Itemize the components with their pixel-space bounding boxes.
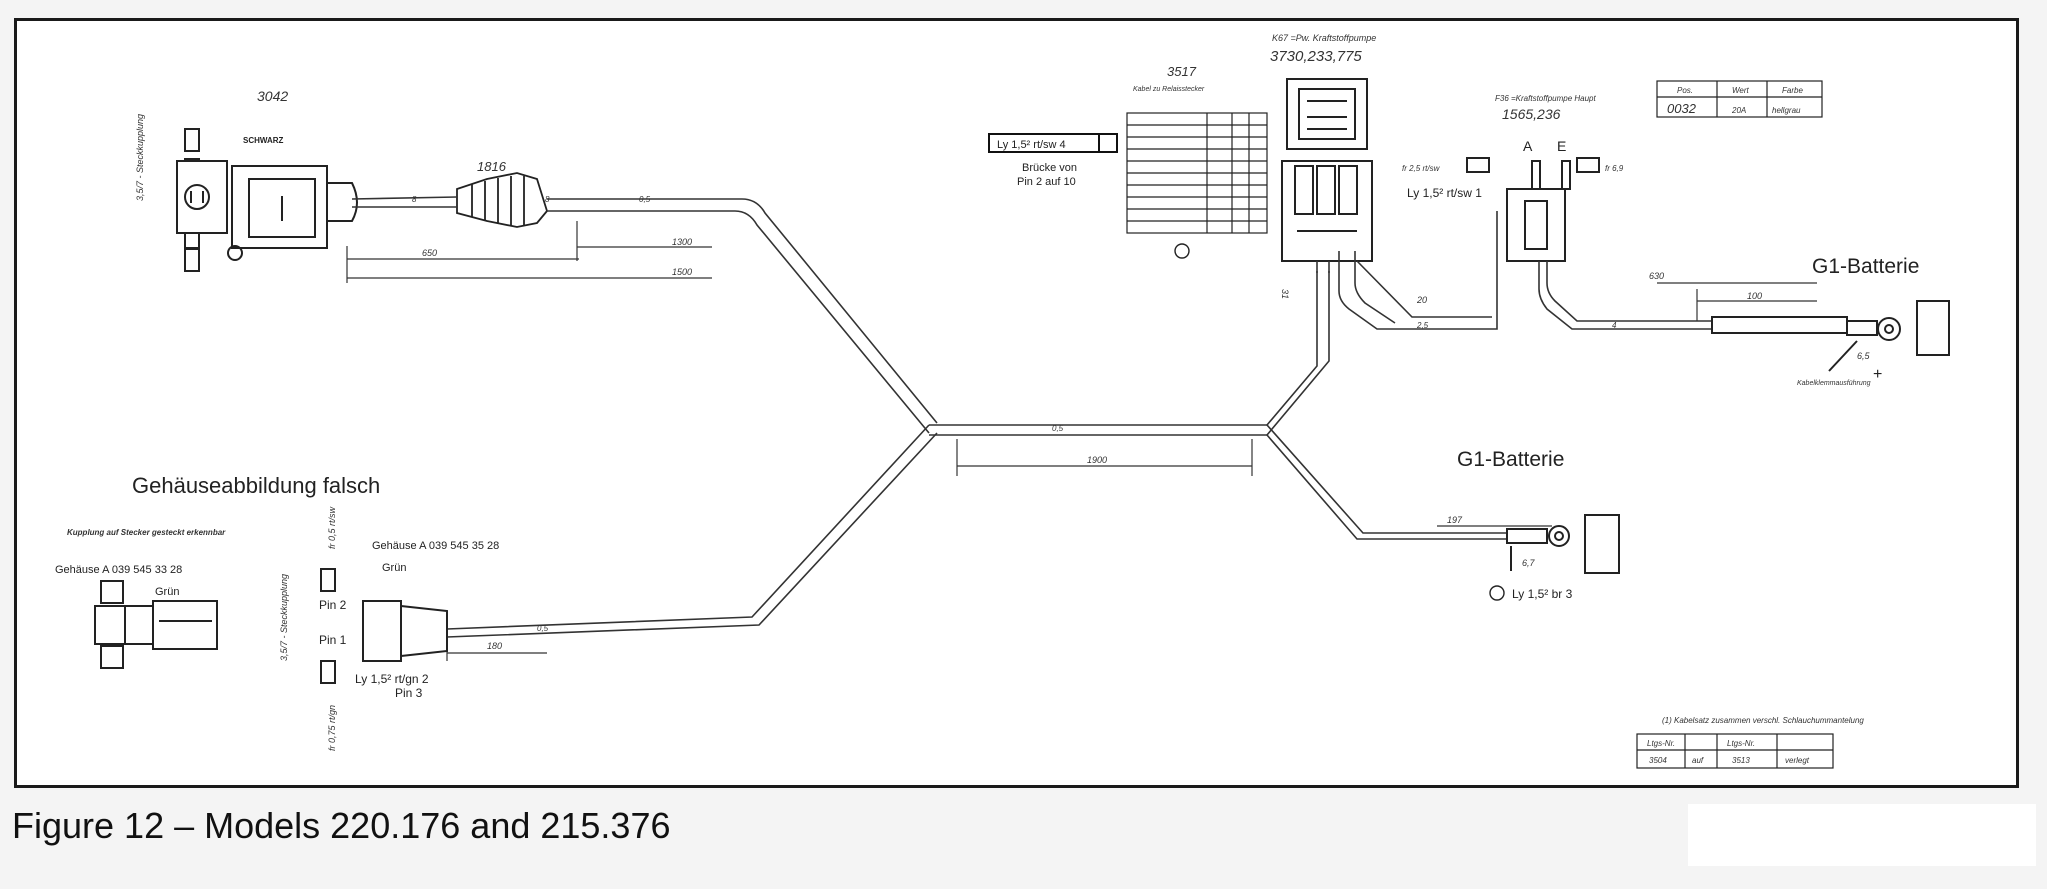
harness-upper-left: [351, 196, 938, 434]
gruen-left-label: Grün: [155, 586, 179, 598]
dim-1900-line: [956, 439, 1253, 476]
dim-180: 180: [487, 641, 502, 651]
wire-code-1: 8: [412, 195, 417, 204]
parts-header-0: Ltgs-Nr.: [1647, 739, 1675, 748]
wire-spec-box: [988, 133, 1118, 153]
wire-spec-rtsw4: Ly 1,5² rt/sw 4: [997, 139, 1066, 151]
legend-note: (1) Kabelsatz zusammen verschl. Schlauch…: [1662, 716, 1864, 725]
housing-left-drawing: [94, 580, 218, 669]
revision-cell-0: 0032: [1667, 101, 1697, 116]
fuse-number: 1565,236: [1502, 106, 1561, 122]
bottom-note-marker: [1489, 585, 1505, 601]
wire-code-lower: 0,5: [537, 624, 549, 633]
battery-top-label: G1-Batterie: [1812, 255, 1919, 278]
dim-100: 100: [1747, 291, 1762, 301]
connector-side-label: 3,5/7 - Steckkupplung: [135, 114, 145, 201]
battery-terminal-top: [1711, 300, 1950, 372]
dim-1900: 1900: [1087, 455, 1107, 465]
bridge-line-1: Brücke von: [1022, 162, 1077, 174]
parts-table: [1636, 733, 1834, 769]
schwarz-label: SCHWARZ: [243, 136, 284, 145]
dim-630: 630: [1649, 271, 1664, 281]
harness-lower-left: [446, 424, 938, 638]
fuse-wire-spec-right: fr 6,9: [1605, 164, 1624, 173]
dimension-lines-right-top: [1657, 282, 1817, 321]
relay-pin-31: 31: [1280, 289, 1290, 299]
revision-header-1: Wert: [1732, 86, 1750, 95]
revision-header-0: Pos.: [1677, 86, 1693, 95]
wire-code-r1: 2,5: [1416, 321, 1429, 330]
wrong-housing-label: Gehäuseabbildung falsch: [132, 473, 380, 498]
fuse-terminal-E: E: [1557, 138, 1566, 154]
revision-table: [1656, 80, 1823, 118]
connector-lower: [320, 568, 448, 684]
wire-code-2: 8: [545, 195, 550, 204]
diagram-frame: 3042 SCHWARZ 3,5/7 - Steckkupplung 1816 …: [14, 18, 2019, 788]
corrugated-boot-1816: [456, 172, 549, 228]
battery-bottom-label: G1-Batterie: [1457, 448, 1564, 471]
revision-cell-2: hellgrau: [1772, 106, 1801, 115]
wire-spec-rtgn2: Ly 1,5² rt/gn 2: [355, 672, 429, 686]
lower-connector-side: 3,5/7 - Steckkupplung: [279, 574, 289, 661]
pump-label: K67 =Pw. Kraftstoffpumpe: [1272, 33, 1376, 43]
clamp-type-label: Kabelklemmausführung: [1797, 380, 1871, 387]
parts-cell-0: 3504: [1649, 756, 1667, 765]
lower-wire-spec-top: fr 0,5 rt/sw: [327, 506, 337, 549]
relay-table-title: Kabel zu Relaisstecker: [1133, 86, 1205, 93]
pin-2-label: Pin 2: [319, 598, 347, 612]
dim-197: 197: [1447, 515, 1463, 525]
fuse-label: F36 =Kraftstoffpumpe Haupt: [1495, 94, 1597, 103]
blank-box: [1688, 804, 2036, 866]
part-3517-label: 3517: [1167, 64, 1197, 79]
battery-terminal-bottom: [1506, 514, 1620, 574]
table-note-marker: [1174, 243, 1190, 259]
pin-1-label: Pin 1: [319, 633, 347, 647]
lower-wire-spec-bottom: fr 0,75 rt/gn: [327, 705, 337, 751]
gruen-mid-label: Grün: [382, 562, 406, 574]
harness-trunk: [929, 271, 1507, 540]
trunk-code: 0,5: [1052, 424, 1064, 433]
parts-cell-3: verlegt: [1785, 756, 1810, 765]
revision-header-2: Farbe: [1782, 86, 1803, 95]
relay-wire-table: [1126, 112, 1268, 234]
wire-spec-rtsw1: Ly 1,5² rt/sw 1: [1407, 186, 1482, 200]
plus-sign: +: [1873, 366, 1882, 383]
housing-left-number: Gehäuse A 039 545 33 28: [55, 564, 182, 576]
fuse-wire-spec: fr 2,5 rt/sw: [1402, 164, 1441, 173]
parts-header-2: Ltgs-Nr.: [1727, 739, 1755, 748]
wiring-diagram: 3042 SCHWARZ 3,5/7 - Steckkupplung 1816 …: [55, 33, 1950, 769]
pump-number: 3730,233,775: [1270, 48, 1362, 65]
dimension-lines-left: [346, 221, 712, 283]
wire-code-3: 0,5: [639, 195, 651, 204]
dim-20: 20: [1416, 295, 1427, 305]
fuse-terminal-A: A: [1523, 138, 1533, 154]
wire-spec-br3: Ly 1,5² br 3: [1512, 587, 1573, 601]
bridge-line-2: Pin 2 auf 10: [1017, 176, 1076, 188]
revision-cell-1: 20A: [1731, 106, 1746, 115]
connector-3042: [176, 128, 358, 272]
dim-650: 650: [422, 248, 437, 258]
figure-caption: Figure 12 – Models 220.176 and 215.376: [12, 805, 671, 846]
part-3042-label: 3042: [257, 88, 288, 104]
parts-cell-2: 3513: [1732, 756, 1750, 765]
dim-1500: 1500: [672, 267, 692, 277]
pin-3-label: Pin 3: [395, 686, 423, 700]
housing-mid-number: Gehäuse A 039 545 35 28: [372, 540, 499, 552]
harness-relay-right: [1316, 211, 1712, 330]
pump-relay: [1281, 78, 1373, 262]
wire-code-r2: 4: [1612, 321, 1617, 330]
fuse-holder: [1466, 157, 1600, 262]
parts-cell-1: auf: [1692, 756, 1704, 765]
coupling-note: Kupplung auf Stecker gesteckt erkennbar: [67, 528, 226, 537]
dim-1300: 1300: [672, 237, 692, 247]
val-6-7: 6,7: [1522, 558, 1536, 568]
part-1816-label: 1816: [477, 159, 507, 174]
val-6-5: 6,5: [1857, 351, 1871, 361]
